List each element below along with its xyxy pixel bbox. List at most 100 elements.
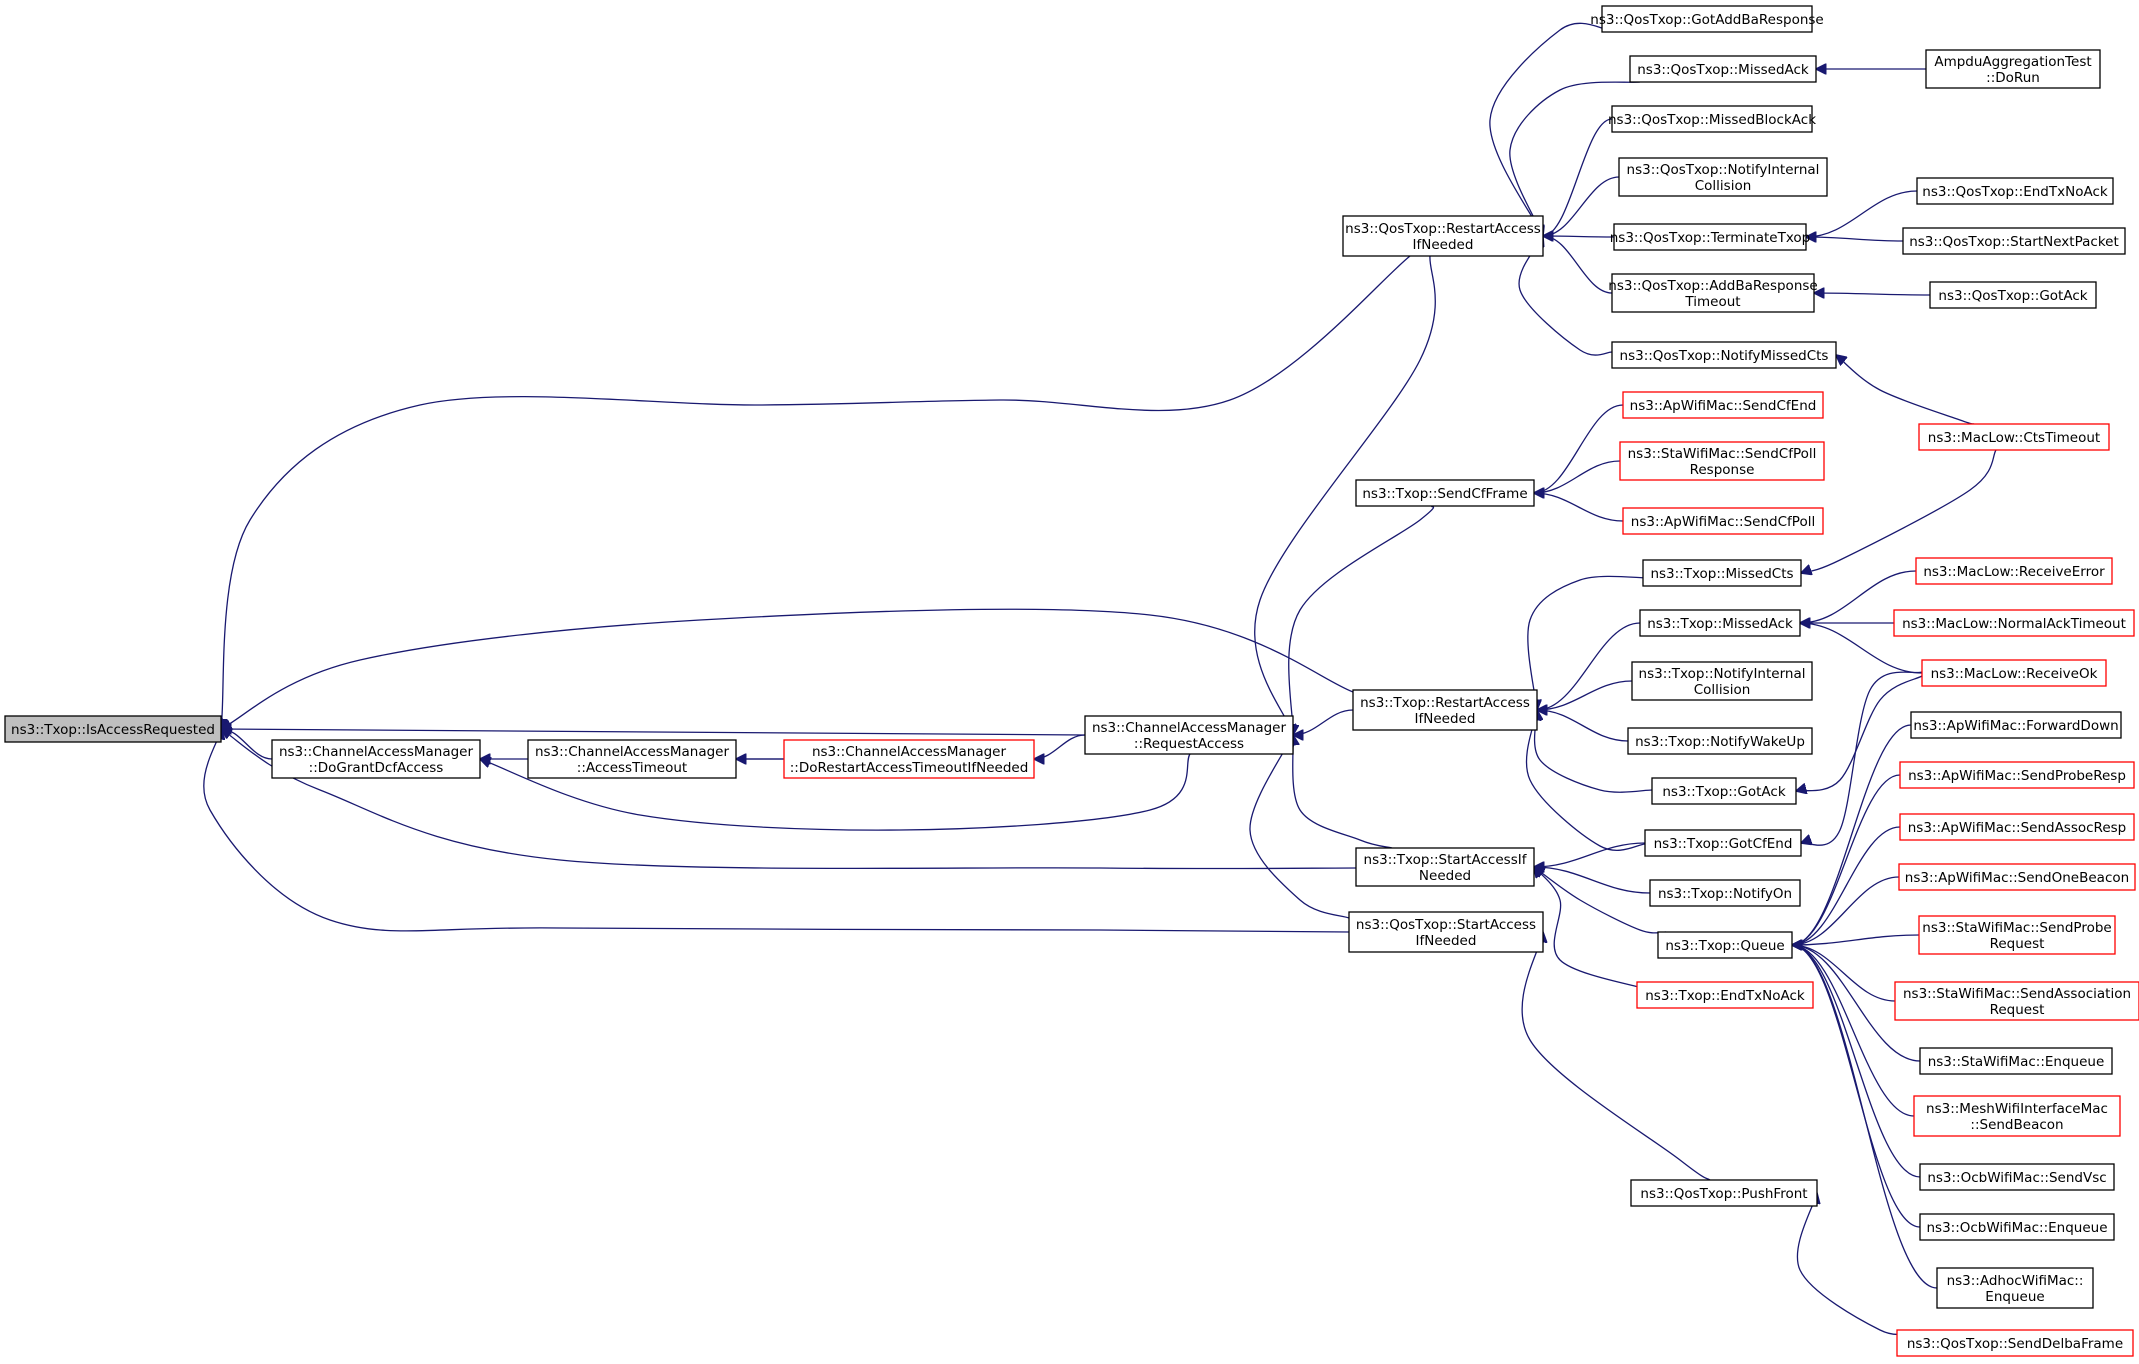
node-label: ns3::QosTxop::AddBaResponse — [1608, 278, 1817, 294]
node-requestaccess[interactable]: ns3::ChannelAccessManager::RequestAccess — [1084, 715, 1294, 755]
node-apwifimac-sendcfend[interactable]: ns3::ApWifiMac::SendCfEnd — [1622, 391, 1824, 419]
node-accesstimeout[interactable]: ns3::ChannelAccessManager::AccessTimeout — [527, 739, 737, 779]
node-box — [1893, 609, 2135, 637]
node-box — [1649, 879, 1801, 907]
node-box — [1913, 1095, 2121, 1137]
node-txop-missedcts[interactable]: ns3::Txop::MissedCts — [1642, 559, 1802, 587]
node-label: Request — [1990, 1002, 2045, 1018]
node-label: ::SendBeacon — [1970, 1117, 2063, 1133]
node-maclow-receiveok[interactable]: ns3::MacLow::ReceiveOk — [1921, 659, 2107, 687]
node-dorestartaccesstimeoutifneeded[interactable]: ns3::ChannelAccessManager::DoRestartAcce… — [783, 739, 1035, 779]
node-label: ns3::MacLow::ReceiveError — [1923, 564, 2105, 580]
node-box — [1644, 829, 1802, 857]
node-qos-senddelbaframe[interactable]: ns3::QosTxop::SendDelbaFrame — [1896, 1329, 2134, 1357]
node-box — [1642, 559, 1802, 587]
node-stawifimac-enqueue[interactable]: ns3::StaWifiMac::Enqueue — [1919, 1047, 2113, 1075]
node-box — [1630, 1179, 1818, 1207]
node-adhocwifimac-enqueue[interactable]: ns3::AdhocWifiMac::Enqueue — [1936, 1267, 2094, 1309]
node-txop-notifyon[interactable]: ns3::Txop::NotifyOn — [1649, 879, 1801, 907]
node-apwifimac-sendcfpoll[interactable]: ns3::ApWifiMac::SendCfPoll — [1622, 507, 1824, 535]
edge-txop-startaccessifneeded-to-requestaccess — [1293, 735, 1393, 849]
edge-qos-pushfront-to-qos-startaccessifneeded — [1521, 932, 1711, 1181]
edge-stawifimac-sendproberequest-to-txop-queue — [1792, 934, 1920, 945]
node-maclow-ctstimeout[interactable]: ns3::MacLow::CtsTimeout — [1918, 423, 2110, 451]
node-qos-pushfront[interactable]: ns3::QosTxop::PushFront — [1630, 1179, 1818, 1207]
node-box — [527, 739, 737, 779]
node-apwifimac-sendproberesp[interactable]: ns3::ApWifiMac::SendProbeResp — [1899, 761, 2135, 789]
node-qos-gotaddbaresponse[interactable]: ns3::QosTxop::GotAddBaResponse — [1590, 5, 1824, 33]
edge-qos-gotaddbaresponse-to-qos-restartaccessifneeded — [1489, 22, 1611, 236]
node-box — [1611, 341, 1837, 369]
node-txop-endtxnoack[interactable]: ns3::Txop::EndTxNoAck — [1636, 981, 1814, 1009]
node-box — [1639, 609, 1801, 637]
node-box — [1618, 157, 1828, 197]
edge-dograntdcfaccess-to-isaccessrequested — [221, 729, 273, 760]
edge-txop-startaccessifneeded-to-isaccessrequested — [221, 729, 1357, 870]
node-dograntdcfaccess[interactable]: ns3::ChannelAccessManager::DoGrantDcfAcc… — [271, 739, 481, 779]
node-label: ns3::StaWifiMac::SendAssociation — [1903, 986, 2131, 1002]
node-txop-missedack[interactable]: ns3::Txop::MissedAck — [1639, 609, 1801, 637]
edge-txop-gotack-to-txop-restartaccessifneeded — [1535, 710, 1653, 793]
node-label: ns3::Txop::IsAccessRequested — [11, 722, 215, 738]
node-maclow-normalacktimeout[interactable]: ns3::MacLow::NormalAckTimeout — [1893, 609, 2135, 637]
node-apwifimac-sendassocresp[interactable]: ns3::ApWifiMac::SendAssocResp — [1899, 813, 2135, 841]
node-qos-missedblockack[interactable]: ns3::QosTxop::MissedBlockAck — [1608, 105, 1816, 133]
node-label: ns3::ChannelAccessManager — [535, 744, 730, 760]
node-label: ns3::ChannelAccessManager — [812, 744, 1007, 760]
node-box — [1084, 715, 1294, 755]
node-box — [1355, 479, 1535, 507]
node-maclow-receiveerror[interactable]: ns3::MacLow::ReceiveError — [1915, 557, 2113, 585]
edge-qos-addbaresponsetimeout-to-qos-restartaccessifneeded — [1543, 236, 1613, 294]
node-txop-gotack[interactable]: ns3::Txop::GotAck — [1651, 777, 1797, 805]
node-label: ns3::MacLow::CtsTimeout — [1928, 430, 2100, 446]
node-isaccessrequested[interactable]: ns3::Txop::IsAccessRequested — [4, 715, 222, 743]
node-txop-notifywakeup[interactable]: ns3::Txop::NotifyWakeUp — [1627, 727, 1813, 755]
edge-requestaccess-to-dorestartaccesstimeoutifneeded — [1034, 734, 1086, 759]
node-qos-startnextpacket[interactable]: ns3::QosTxop::StartNextPacket — [1902, 227, 2126, 255]
node-box — [1611, 105, 1813, 133]
node-label: Enqueue — [1985, 1289, 2044, 1305]
node-label: ns3::MacLow::NormalAckTimeout — [1902, 616, 2126, 632]
node-label: IfNeeded — [1415, 711, 1476, 727]
node-ocbwifimac-sendvsc[interactable]: ns3::OcbWifiMac::SendVsc — [1919, 1163, 2115, 1191]
node-apwifimac-sendonebeacon[interactable]: ns3::ApWifiMac::SendOneBeacon — [1898, 863, 2136, 891]
edge-txop-restartaccessifneeded-to-isaccessrequested — [221, 608, 1354, 729]
node-box — [1921, 659, 2107, 687]
node-qos-missedack[interactable]: ns3::QosTxop::MissedAck — [1629, 55, 1817, 83]
node-qos-notifymissedcts[interactable]: ns3::QosTxop::NotifyMissedCts — [1611, 341, 1837, 369]
node-box — [1894, 981, 2139, 1021]
node-txop-sendcfframe[interactable]: ns3::Txop::SendCfFrame — [1355, 479, 1535, 507]
node-box — [1352, 689, 1538, 731]
edge-txop-sendcfframe-to-requestaccess — [1289, 505, 1435, 735]
node-label: ns3::QosTxop::MissedAck — [1637, 62, 1809, 78]
node-txop-gotcfend[interactable]: ns3::Txop::GotCfEnd — [1644, 829, 1802, 857]
node-label: ns3::ApWifiMac::SendAssocResp — [1908, 820, 2127, 836]
node-box — [1936, 1267, 2094, 1309]
node-label: ns3::ChannelAccessManager — [279, 744, 474, 760]
edge-qos-startaccessifneeded-to-requestaccess — [1249, 735, 1350, 919]
node-box — [1622, 391, 1824, 419]
node-qos-terminatetxop[interactable]: ns3::QosTxop::TerminateTxop — [1610, 223, 1811, 251]
node-meshwifiinterfacemac-sendbeacon[interactable]: ns3::MeshWifiInterfaceMac::SendBeacon — [1913, 1095, 2121, 1137]
edge-ocbwifimac-sendvsc-to-txop-queue — [1792, 945, 1921, 1178]
node-txop-queue[interactable]: ns3::Txop::Queue — [1657, 931, 1793, 959]
node-label: ns3::ApWifiMac::SendOneBeacon — [1905, 870, 2129, 886]
node-ocbwifimac-enqueue[interactable]: ns3::OcbWifiMac::Enqueue — [1919, 1213, 2115, 1241]
node-ampdu-dorun[interactable]: AmpduAggregationTest::DoRun — [1925, 49, 2101, 89]
node-apwifimac-forwarddown[interactable]: ns3::ApWifiMac::ForwardDown — [1910, 711, 2122, 739]
node-box — [783, 739, 1035, 779]
node-label: ns3::Txop::NotifyWakeUp — [1635, 734, 1805, 750]
node-label: Collision — [1695, 178, 1752, 194]
node-qos-endtxnoack[interactable]: ns3::QosTxop::EndTxNoAck — [1916, 177, 2114, 205]
node-qos-gotack[interactable]: ns3::QosTxop::GotAck — [1929, 281, 2097, 309]
